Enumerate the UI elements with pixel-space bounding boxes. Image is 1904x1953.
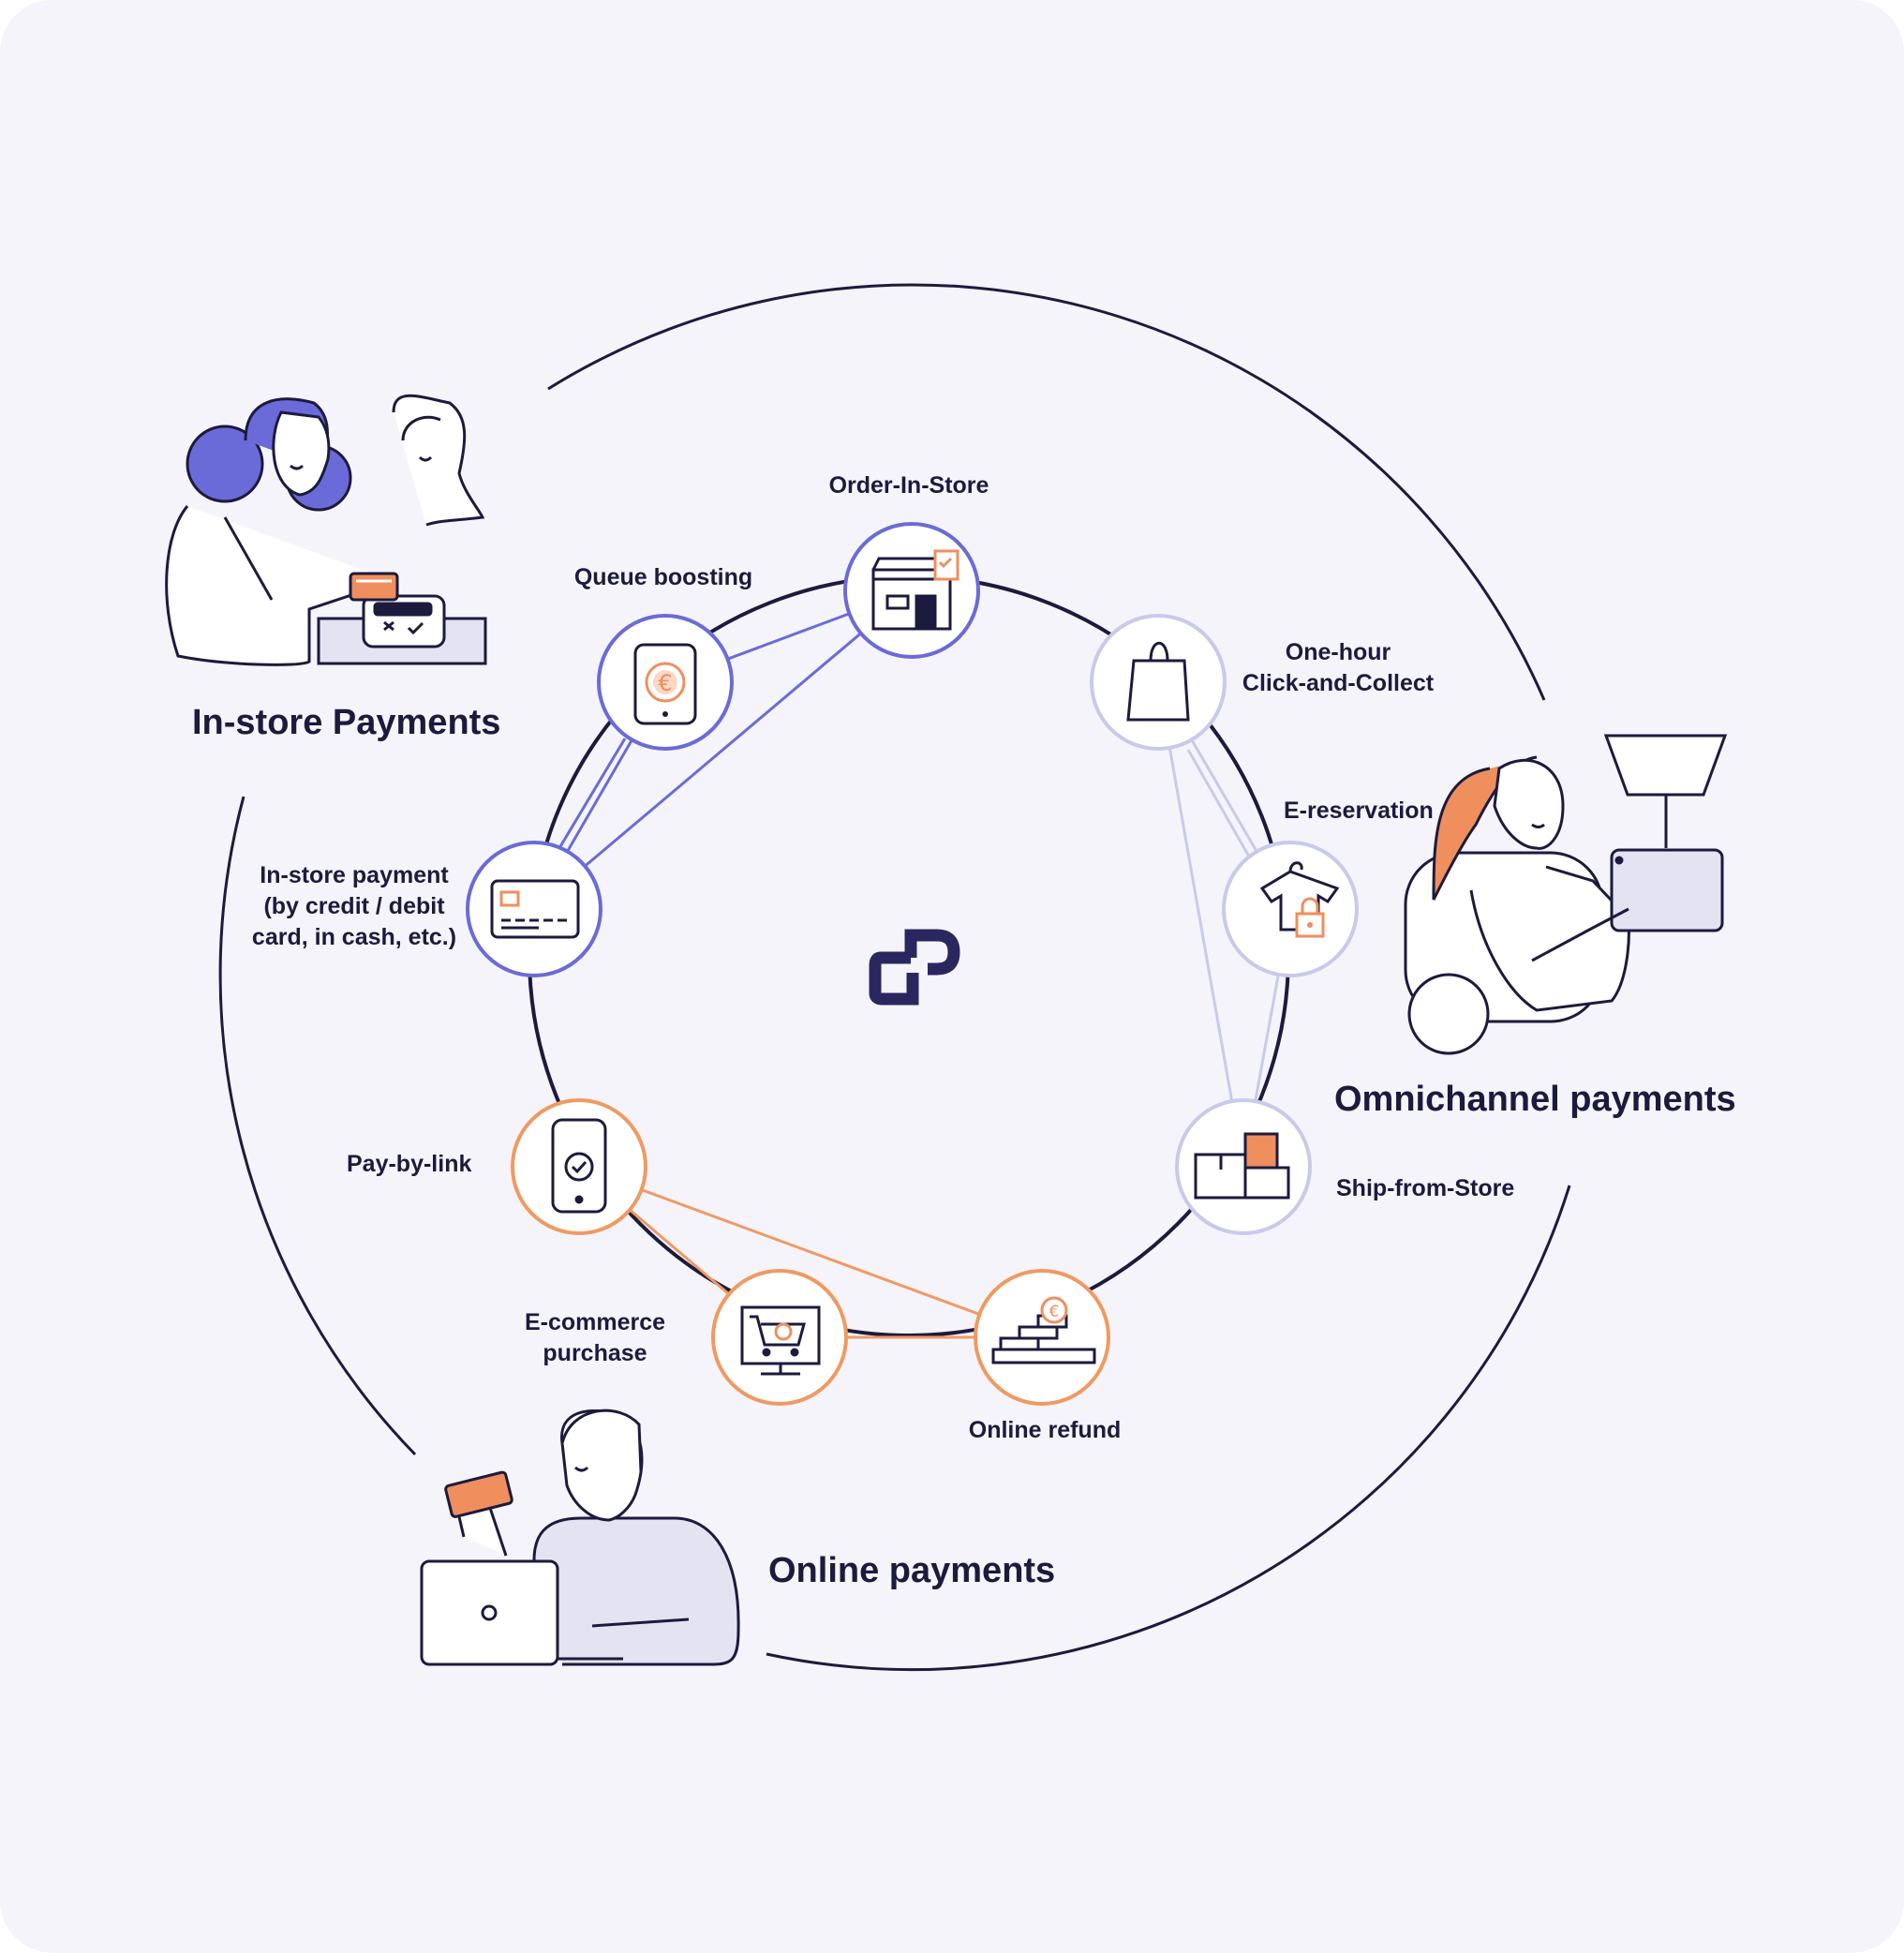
label-e-reservation: E-reservation — [1284, 798, 1434, 824]
group-title-online: Online payments — [768, 1551, 1056, 1590]
coins-icon: € — [991, 1296, 1096, 1364]
group-title-in-store: In-store Payments — [192, 703, 501, 742]
group-title-omnichannel: Omnichannel payments — [1334, 1080, 1736, 1119]
outer-ring — [218, 283, 1571, 1672]
label-online-refund: Online refund — [968, 1417, 1122, 1443]
phone-euro-icon: € — [633, 643, 697, 725]
shirt-lock-icon — [1259, 861, 1340, 938]
cart-monitor-icon — [740, 1305, 821, 1376]
node-click-collect — [1090, 614, 1227, 751]
label-ship-from-store: Ship-from-Store — [1336, 1175, 1515, 1201]
label-in-store-payment: In-store payment (by credit / debit card… — [251, 862, 457, 950]
label-queue-boosting: Queue boosting — [573, 564, 753, 590]
node-e-reservation — [1222, 841, 1359, 977]
svg-text:€: € — [1049, 1303, 1060, 1321]
boxes-icon — [1194, 1132, 1290, 1200]
shopping-bag-icon — [1126, 641, 1190, 722]
store-icon — [871, 549, 959, 631]
svg-text:€: € — [658, 670, 672, 696]
node-pay-by-link — [511, 1098, 647, 1235]
node-queue-boosting: € — [597, 614, 734, 751]
omnichannel-illustration — [1404, 734, 1728, 1055]
node-ship-from-store — [1175, 1098, 1312, 1235]
credit-card-icon — [490, 879, 580, 939]
node-in-store-payment — [466, 841, 602, 977]
node-online-refund: € — [974, 1269, 1110, 1406]
label-order-in-store: Order-In-Store — [828, 472, 989, 499]
online-illustration — [420, 1409, 740, 1666]
logo-mark — [869, 929, 960, 1006]
in-store-illustration — [165, 394, 487, 666]
label-ecommerce: E-commerce purchase — [524, 1309, 666, 1366]
node-order-in-store — [843, 522, 980, 659]
node-ecommerce — [711, 1269, 848, 1406]
label-click-collect: One-hour Click-and-Collect — [1242, 639, 1435, 696]
label-pay-by-link: Pay-by-link — [347, 1151, 472, 1177]
phone-check-icon — [551, 1118, 607, 1214]
